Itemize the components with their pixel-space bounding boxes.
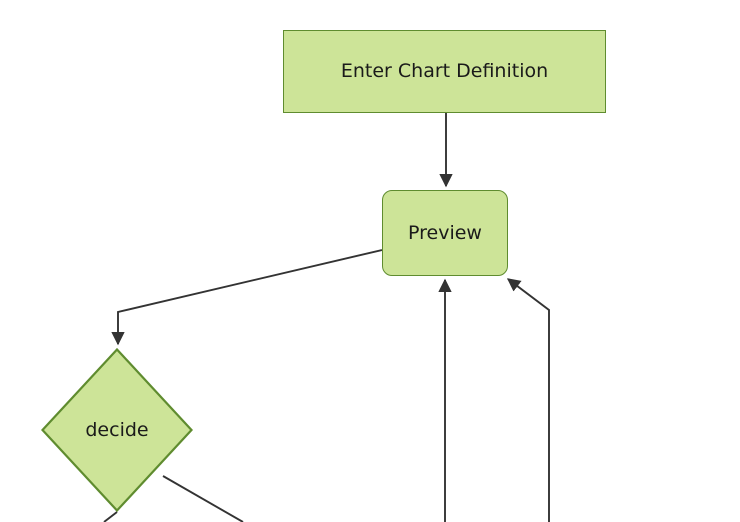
edge-offscreen-right-to-preview: [506, 278, 550, 522]
node-label-preview: Preview: [408, 221, 482, 244]
node-label-decide: decide: [85, 418, 149, 441]
edge-decide-right-offscreen: [162, 475, 244, 522]
edge-decide-bottom-offscreen: [103, 511, 118, 522]
diamond-label-wrap: decide: [41, 348, 193, 512]
diamond-shape: [41, 348, 193, 512]
edge-preview-to-decide: [111, 249, 383, 346]
node-enter-chart-definition[interactable]: Enter Chart Definition: [283, 30, 606, 113]
node-label-enter-chart-definition: Enter Chart Definition: [340, 60, 549, 83]
node-preview[interactable]: Preview: [382, 190, 508, 276]
node-decide[interactable]: decide: [41, 348, 193, 512]
